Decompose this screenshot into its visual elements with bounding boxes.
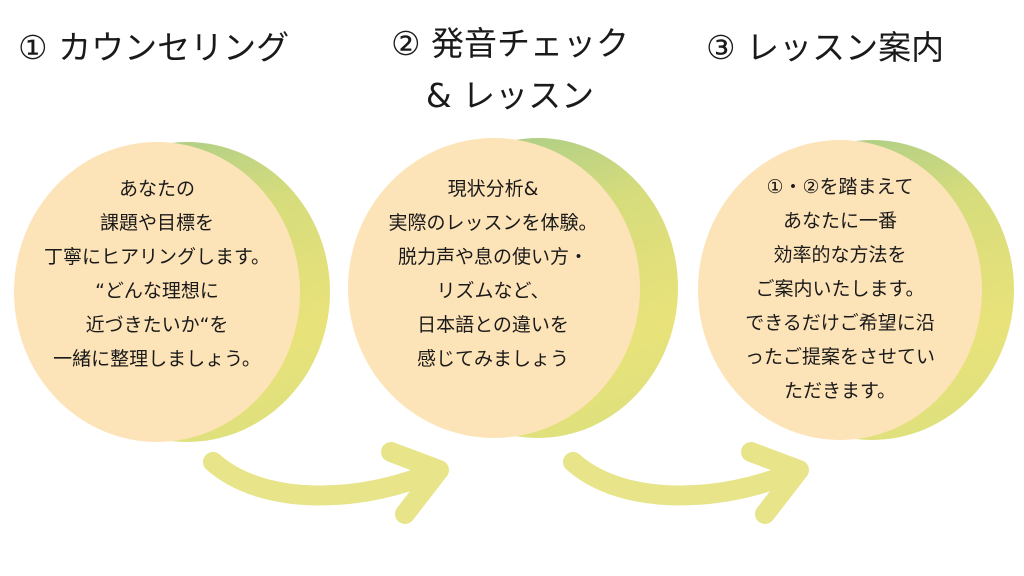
description-line: あなたの bbox=[118, 178, 195, 200]
description-line: 効率的な方法を bbox=[773, 244, 907, 266]
description-line: 丁寧にヒアリングします。 bbox=[43, 246, 271, 268]
step-3-title: ③ レッスン案内 bbox=[706, 22, 944, 74]
step-2-title: ② 発音チェック & レッスン bbox=[360, 18, 660, 122]
bubble-shadow bbox=[398, 138, 678, 438]
description-line: 課題や目標を bbox=[99, 212, 214, 234]
description-line: できるだけご希望に沿 bbox=[745, 312, 935, 334]
arrow-right-icon bbox=[203, 442, 449, 524]
bubble-circle bbox=[14, 142, 300, 442]
description-line: ご案内いたします。 bbox=[755, 278, 925, 300]
description-line: あなたに一番 bbox=[782, 210, 897, 232]
step-1-title-line: ① カウンセリング bbox=[18, 28, 290, 67]
step-2-title-line: ② 発音チェック bbox=[390, 24, 630, 63]
step-3-title-line: ③ レッスン案内 bbox=[706, 28, 945, 67]
arrow-right-icon bbox=[563, 442, 809, 524]
bubble-shadow bbox=[44, 142, 330, 442]
description-line: 現状分析& bbox=[447, 178, 539, 200]
step-2-description: 現状分析& 実際のレッスンを体験。 脱力声や息の使い方・ リズムなど、 日本語と… bbox=[352, 172, 634, 376]
step-3-description: ①・②を踏まえて あなたに一番 効率的な方法を ご案内いたします。 できるだけご… bbox=[700, 170, 980, 408]
step-1-title: ① カウンセリング bbox=[18, 22, 289, 74]
description-line: 実際のレッスンを体験。 bbox=[388, 212, 598, 234]
bubble-shadow bbox=[730, 140, 1014, 440]
description-line: 脱力声や息の使い方・ bbox=[397, 246, 588, 268]
description-line: ったご提案をさせてい bbox=[744, 346, 935, 368]
description-line: 感じてみましょう bbox=[416, 348, 569, 370]
description-line: 日本語との違いを bbox=[417, 314, 569, 336]
bubble-circle bbox=[698, 140, 982, 440]
description-line: ただきます。 bbox=[783, 380, 897, 402]
description-line: ①・②を踏まえて bbox=[766, 176, 914, 198]
step-1-description: あなたの 課題や目標を 丁寧にヒアリングします。 “どんな理想に 近づきたいか“… bbox=[0, 172, 314, 376]
description-line: 近づきたいか“を bbox=[85, 314, 229, 336]
bubble-circle bbox=[348, 138, 640, 438]
description-line: 一緒に整理しましょう。 bbox=[53, 348, 261, 370]
description-line: リズムなど、 bbox=[436, 280, 550, 302]
step-2-title-line: & レッスン bbox=[425, 76, 595, 115]
description-line: “どんな理想に bbox=[95, 280, 219, 302]
